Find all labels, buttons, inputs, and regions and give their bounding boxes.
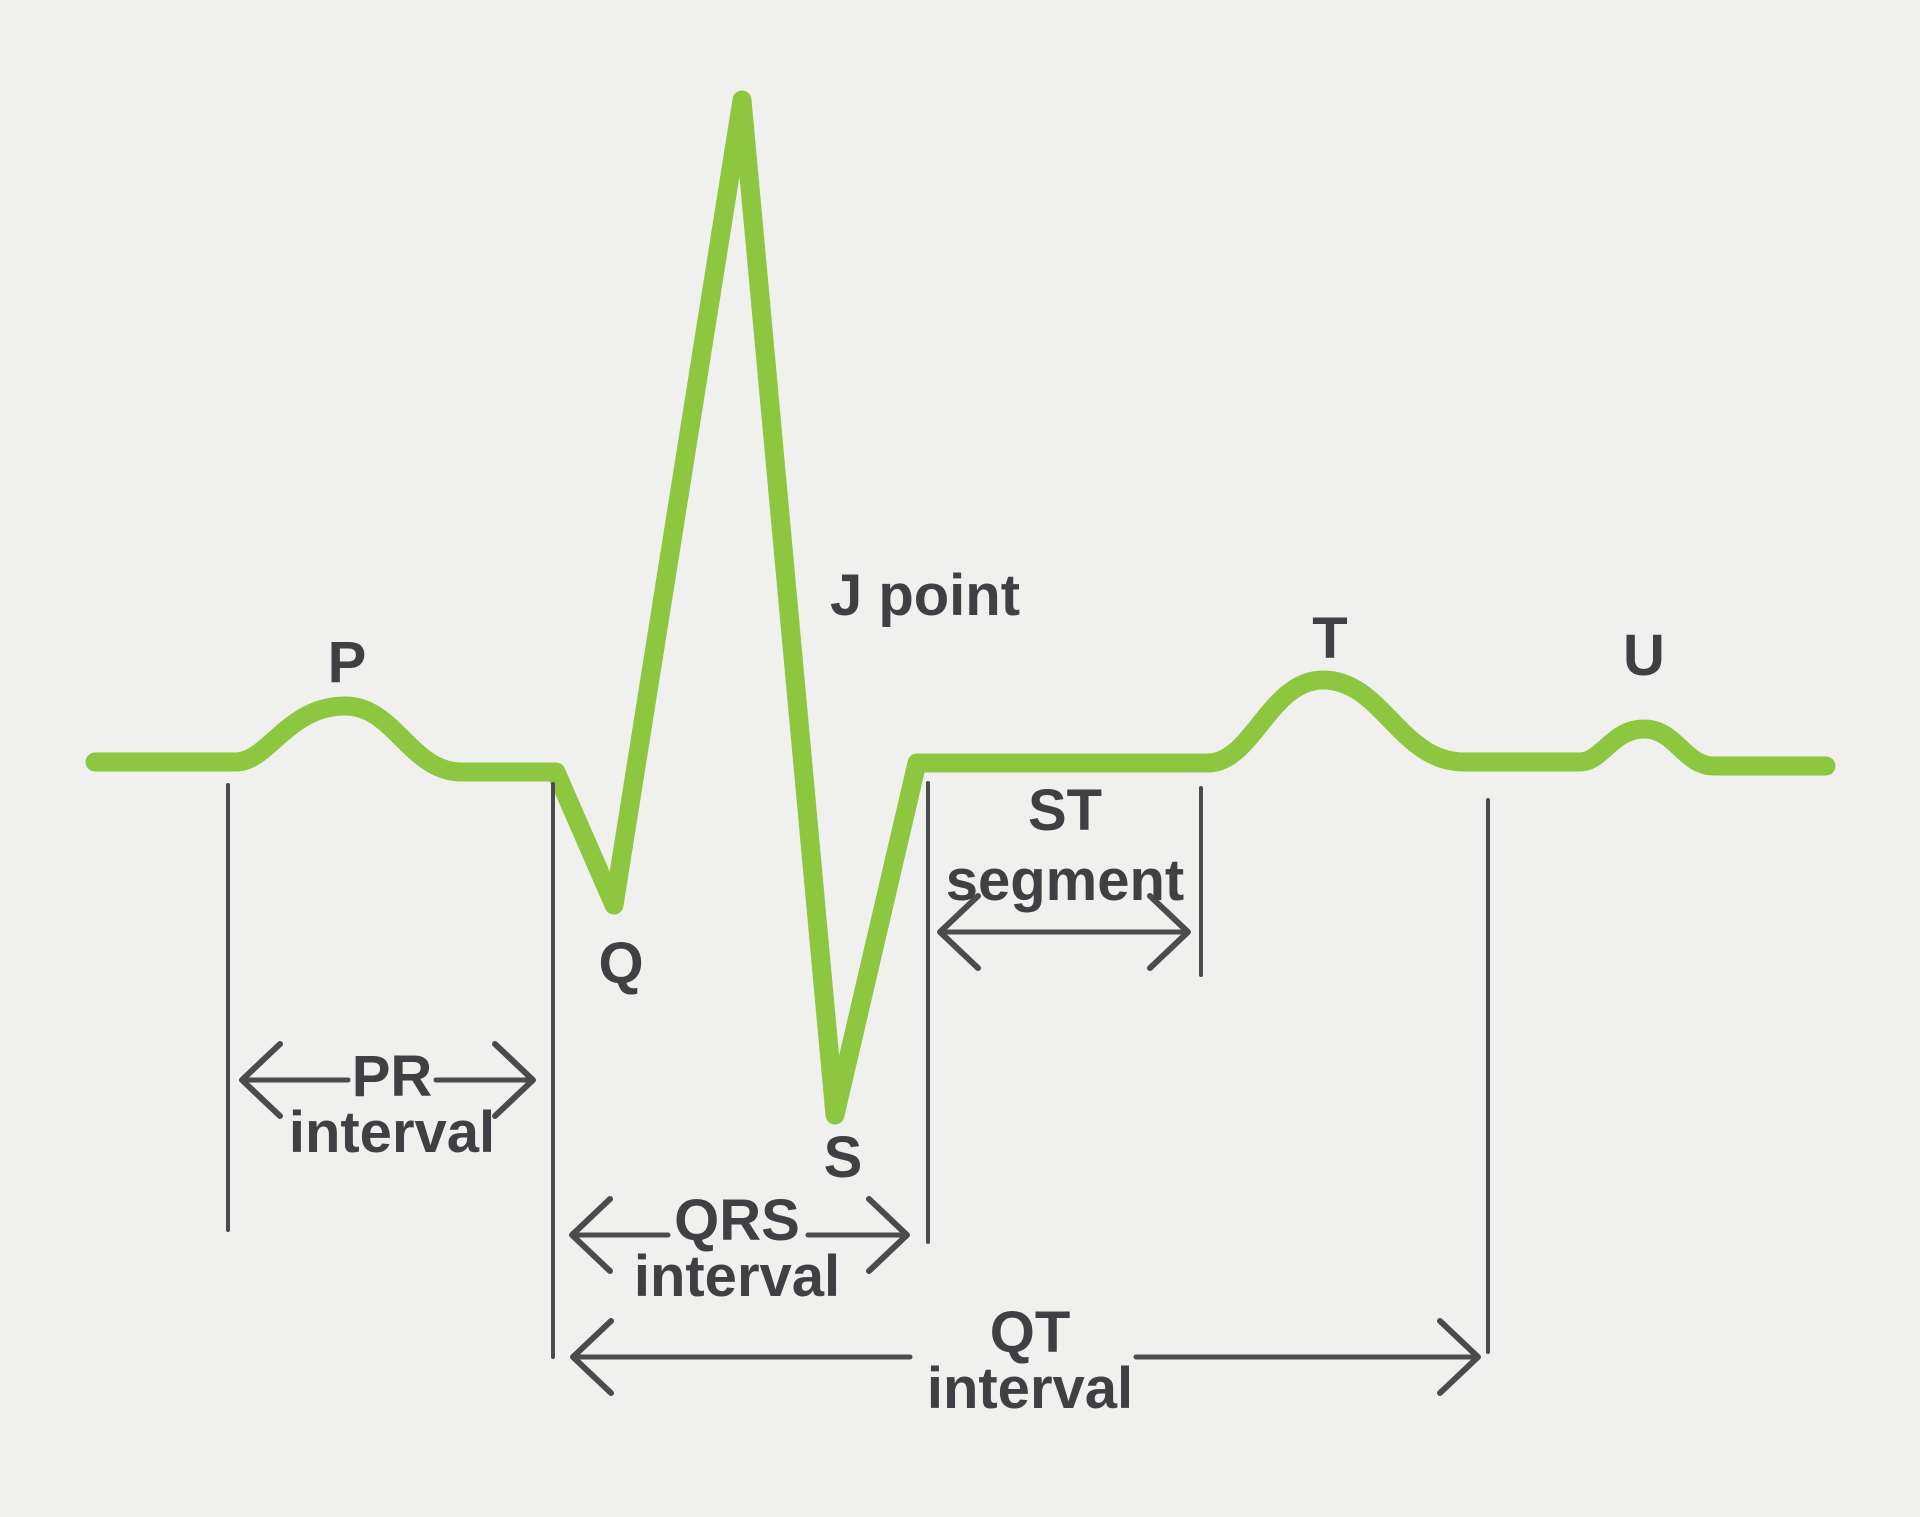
st-segment-label-line1: ST: [1028, 778, 1102, 843]
qt-arrow-head-right: [1437, 1318, 1481, 1396]
s-wave-label: S: [824, 1125, 863, 1190]
qrs-interval-arrow: [569, 1196, 910, 1274]
qt-interval-label-line1: QT: [990, 1300, 1071, 1365]
qt-interval-arrow: [570, 1318, 1481, 1396]
pr-interval-label-line1: PR: [352, 1044, 433, 1109]
qrs-arrow-head-left: [569, 1196, 613, 1274]
pr-interval-label-line2: interval: [289, 1100, 495, 1165]
qrs-interval-label-line2: interval: [634, 1244, 840, 1309]
q-wave-label: Q: [598, 931, 643, 996]
st-segment-arrow: [937, 893, 1191, 971]
u-wave-label: U: [1623, 623, 1665, 688]
qrs-arrow-head-right: [866, 1196, 910, 1274]
pr-interval-arrow: [239, 1041, 536, 1119]
p-wave-label: P: [328, 630, 367, 695]
qrs-interval-label-line1: QRS: [674, 1188, 800, 1253]
pr-arrow-head-right: [492, 1041, 536, 1119]
j-point-label: J point: [830, 563, 1020, 628]
qt-arrow-head-left: [570, 1318, 614, 1396]
st-arrow-head-right: [1147, 893, 1191, 971]
ecg-trace: [85, 90, 1836, 1125]
t-wave-label: T: [1312, 606, 1347, 671]
qt-interval-label-line2: interval: [927, 1356, 1133, 1421]
st-segment-label-line2: segment: [946, 848, 1185, 913]
pr-arrow-head-left: [239, 1041, 283, 1119]
st-arrow-head-left: [937, 893, 981, 971]
